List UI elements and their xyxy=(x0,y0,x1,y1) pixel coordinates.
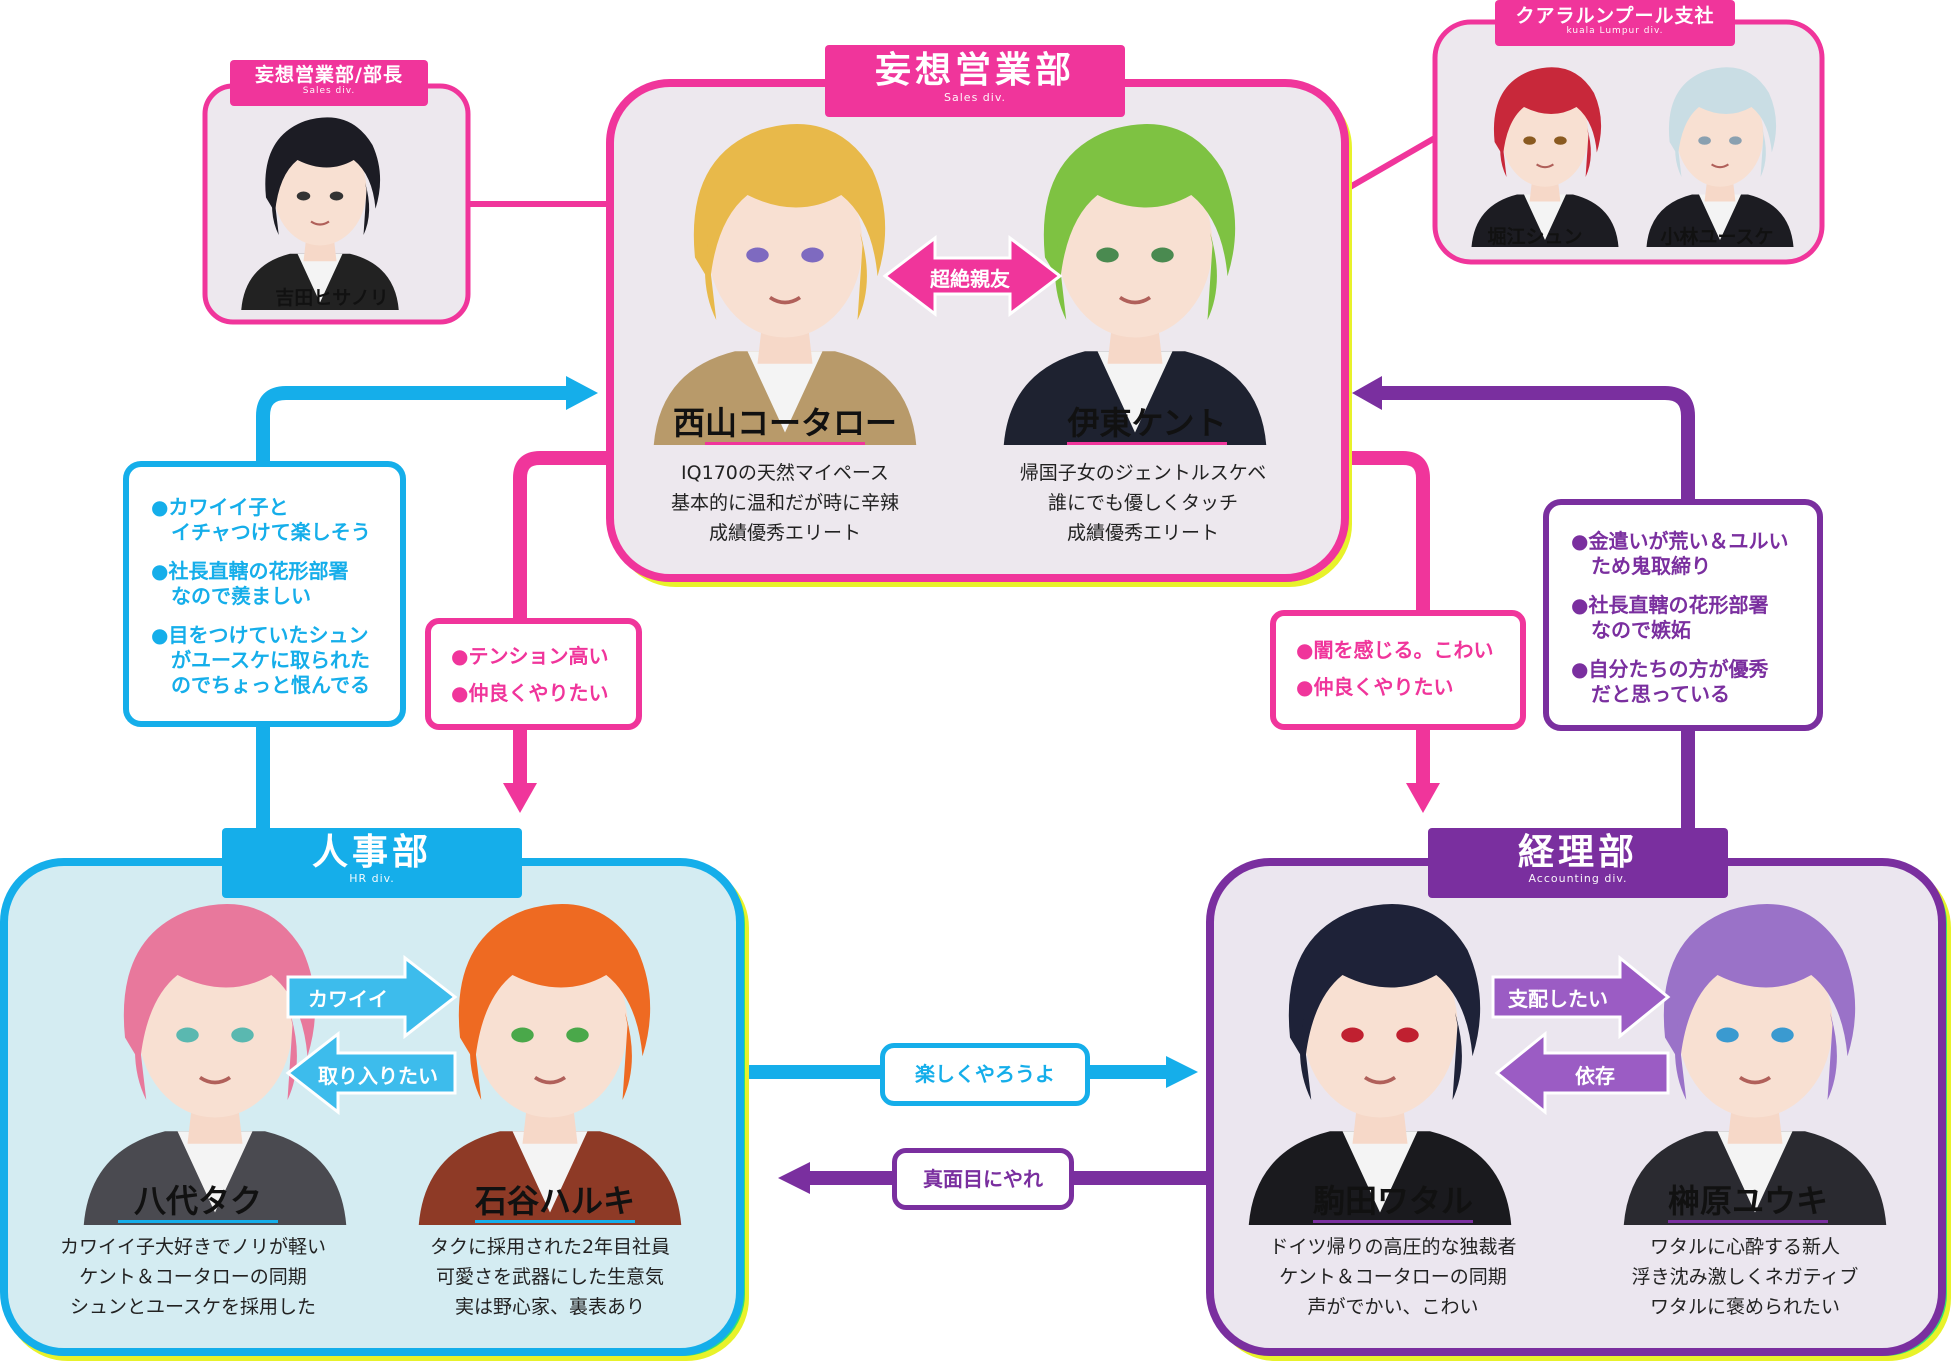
hr-arrow-left xyxy=(285,1030,457,1116)
member-description: タクに採用された2年目社員 可愛さを武器にした生意気 実は野心家、裏表あり xyxy=(429,1236,671,1318)
note-accounting-to-sales: ●金遣いが荒い＆ユルい ため鬼取締り ●社長直轄の花形部署 なので嫉妬 ●自分た… xyxy=(1543,499,1823,731)
hr-arrow-right-label: カワイイ xyxy=(308,987,388,1011)
member-name: 榊原ユウキ xyxy=(1667,1182,1829,1220)
name-underline xyxy=(1313,1220,1473,1223)
sales-tab: 妄想営業部 Sales div. xyxy=(825,45,1125,117)
hr-tab-title: 人事部 xyxy=(311,832,432,873)
member-name: 石谷ハルキ xyxy=(474,1182,636,1220)
member-name: 八代タク xyxy=(133,1182,263,1220)
kl-branch-tab: クアラルンプール支社 kuala Lumpur div. xyxy=(1495,0,1735,46)
member-description: ワタルに心酔する新人 浮き沈み激しくネガティブ ワタルに褒められたい xyxy=(1631,1236,1859,1318)
member-name: 駒田ワタル xyxy=(1312,1182,1474,1220)
accounting-tab-subtitle: Accounting div. xyxy=(1528,872,1628,885)
name-underline xyxy=(1668,1220,1828,1223)
member-name: 伊東ケント xyxy=(1067,404,1227,442)
kl-member-name: 小林ユースケ xyxy=(1660,226,1774,248)
sales-manager-name: 吉田ヒサノリ xyxy=(275,287,389,309)
note-sales-to-accounting: ●闇を感じる。こわい ●仲良くやりたい xyxy=(1270,610,1526,730)
name-underline xyxy=(705,442,865,445)
sales-manager-tab-subtitle: Sales div. xyxy=(302,86,356,96)
member-description: ドイツ帰りの高圧的な独裁者 ケント＆コータローの同期 声がでかい、こわい xyxy=(1269,1236,1517,1318)
note-hr-to-accounting: 楽しくやろうよ xyxy=(880,1043,1090,1106)
sales-manager-tab: 妄想営業部/部長 Sales div. xyxy=(230,60,428,106)
member-name: 西山コータロー xyxy=(672,404,898,442)
hr-tab: 人事部 HR div. xyxy=(222,828,522,898)
kl-branch-tab-title: クアラルンプール支社 xyxy=(1515,5,1715,27)
kl-branch-tab-subtitle: kuala Lumpur div. xyxy=(1566,26,1664,36)
sales-manager-tab-title: 妄想営業部/部長 xyxy=(255,64,403,86)
hr-arrow-left-label: 取り入りたい xyxy=(318,1064,438,1088)
name-underline xyxy=(475,1220,635,1223)
accounting-tab-title: 経理部 xyxy=(1517,832,1638,873)
accounting-arrow-left xyxy=(1494,1030,1670,1116)
accounting-arrow-right xyxy=(1491,954,1671,1040)
accounting-arrow-left-label: 依存 xyxy=(1575,1064,1615,1088)
accounting-tab: 経理部 Accounting div. xyxy=(1428,828,1728,898)
sales-tab-title: 妄想営業部 xyxy=(874,50,1075,91)
sales-tab-subtitle: Sales div. xyxy=(944,91,1006,104)
name-underline xyxy=(1067,442,1227,445)
sales-double-arrow xyxy=(882,234,1063,318)
hr-arrow-right xyxy=(286,954,458,1040)
member-description: 帰国子女のジェントルスケベ 誰にでも優しくタッチ 成績優秀エリート xyxy=(1019,462,1267,544)
accounting-arrow-right-label: 支配したい xyxy=(1508,987,1608,1011)
kl-member-name: 堀江シュン xyxy=(1487,226,1583,248)
sales-relation-label: 超絶親友 xyxy=(930,267,1010,291)
hr-tab-subtitle: HR div. xyxy=(349,872,395,885)
member-description: カワイイ子大好きでノリが軽い ケント＆コータローの同期 シュンとユースケを採用し… xyxy=(59,1236,327,1318)
member-description: IQ170の天然マイペース 基本的に温和だが時に辛辣 成績優秀エリート xyxy=(670,462,900,544)
name-underline xyxy=(118,1220,278,1223)
note-sales-to-hr: ●テンション高い ●仲良くやりたい xyxy=(425,618,642,730)
note-accounting-to-hr: 真面目にやれ xyxy=(892,1148,1074,1210)
note-hr-to-sales: ●カワイイ子と イチャつけて楽しそう ●社長直轄の花形部署 なので羨ましい ●目… xyxy=(123,461,406,727)
